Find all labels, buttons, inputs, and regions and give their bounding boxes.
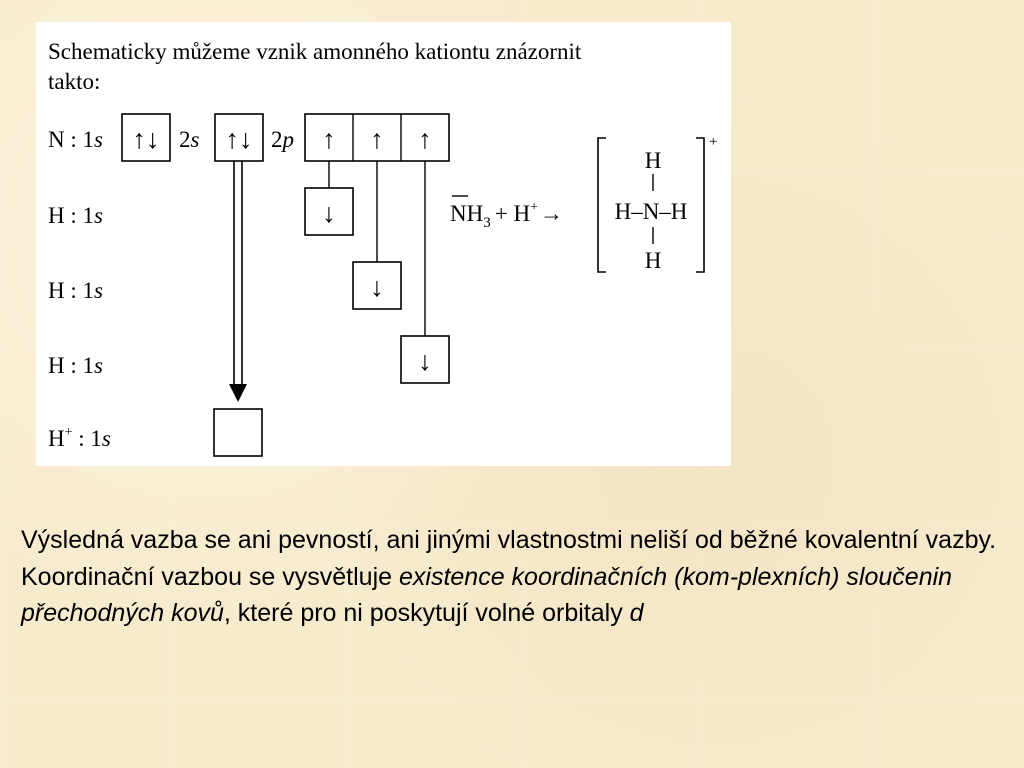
orbital-diagram-panel: Schematicky můžeme vznik amonného kation… [36,22,731,466]
electron-pair-1s: ↑↓ [133,124,160,154]
electron-2p-y: ↑ [370,124,384,154]
paragraph-2-part-1: Koordinační vazbou se vysvětluje [21,562,399,591]
intro-line-1: Schematicky můžeme vznik amonného kation… [48,39,582,64]
orbital-box-h1-1s [304,187,354,236]
paragraph-2: Koordinační vazbou se vysvětluje existen… [21,559,1011,632]
intro-line-2: takto: [48,69,100,94]
paragraph-2-part-2: , které pro ni poskytují volné orbitaly [223,599,630,627]
dative-arrowhead [229,384,247,402]
orbital-box-hplus-1s [213,408,263,457]
orbital-box-h2-1s [352,261,402,310]
paragraph-2-italic-1: existence koordinačních (kom-plexních) s… [21,562,953,628]
orbital-box-n-2s [214,113,264,162]
sublevel-label-2p: 2p [271,127,294,152]
row-label-h1: H : 1s [48,203,103,228]
row-label-h3: H : 1s [48,353,103,378]
ammonium-h-n-h: H–N–H [615,199,688,224]
orbital-box-n-1s [121,113,171,162]
paragraph-2-italic-2: d [629,599,644,627]
electron-h3: ↓ [418,346,432,376]
ammonium-h-bottom: H [645,248,662,273]
body-text: Výsledná vazba se ani pevností, ani jiný… [21,522,1011,632]
reaction-equation: NH3+ H+→ [450,200,563,231]
sublevel-label-2s: 2s [179,127,200,152]
electron-2p-x: ↑ [322,124,336,154]
row-label-hplus: H+ : 1s [48,425,111,451]
row-label-n: N : 1s [48,127,103,152]
electron-2p-z: ↑ [418,124,432,154]
orbital-box-h3-1s [400,335,450,384]
orbital-diagram: Schematicky můžeme vznik amonného kation… [48,39,717,457]
ammonium-h-top: H [645,148,662,173]
complex-charge: + [709,134,717,150]
paragraph-1: Výsledná vazba se ani pevností, ani jiný… [21,526,997,554]
electron-h2: ↓ [370,272,384,302]
bracket-right [696,137,705,273]
row-label-h2: H : 1s [48,278,103,303]
electron-pair-2s: ↑↓ [226,124,253,154]
electron-h1: ↓ [322,198,336,228]
bracket-left [597,137,606,273]
